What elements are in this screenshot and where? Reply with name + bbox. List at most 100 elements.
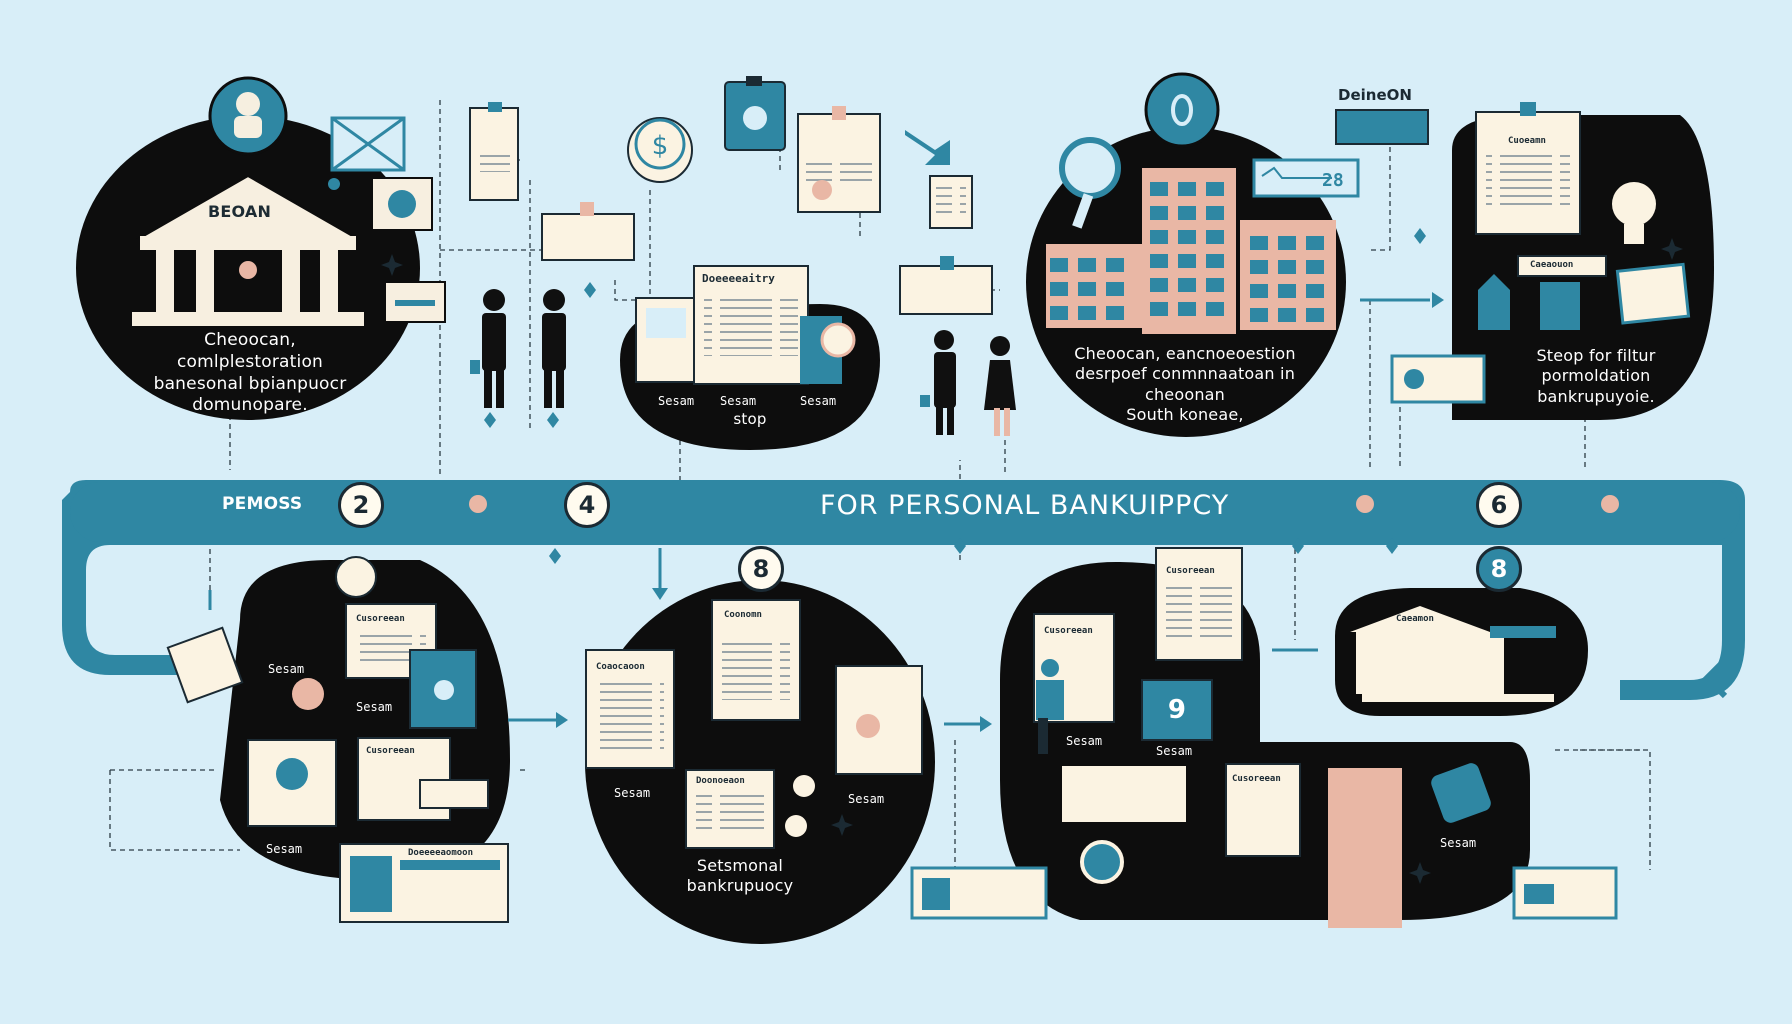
caption-line: pormoldation xyxy=(1541,366,1651,386)
caption-line: cheoonan xyxy=(1144,384,1226,404)
building-window xyxy=(1250,284,1268,298)
lightbulb-icon xyxy=(1612,182,1656,244)
doc-title: Cusoreean xyxy=(1232,774,1281,784)
building-window xyxy=(1278,308,1296,322)
panel-bottom-middle xyxy=(585,580,935,944)
building-window xyxy=(1078,258,1096,272)
doc-title: Doeeeeaitry xyxy=(702,272,775,285)
panel-bank xyxy=(76,76,446,420)
middle-caption: Setsmonal bankrupuocy xyxy=(680,856,800,897)
arrow-icon xyxy=(905,130,950,165)
building-window xyxy=(1078,282,1096,296)
coin-stack-icon xyxy=(292,678,324,710)
caption-line: Cheoocan, xyxy=(204,330,296,350)
bank-building-right xyxy=(1350,606,1556,702)
building-window xyxy=(1306,236,1324,250)
bank-caption: Cheoocan, comlplestoration banesonal bpi… xyxy=(140,330,360,417)
caption-line: domunopare. xyxy=(192,395,308,416)
banner-title: FOR PERSONAL BANKUIPPCY xyxy=(820,490,1230,521)
stamp-label: Sesam xyxy=(1066,734,1103,748)
bank-building-label: BEOAN xyxy=(208,202,272,221)
doc-title: Coaocaoon xyxy=(596,662,645,672)
building-window xyxy=(1178,254,1196,268)
buildings-caption: Cheoocan, eancnoeoestion desrpoef conmnn… xyxy=(1040,344,1330,426)
right-doc-title: Cuoeamn xyxy=(1508,136,1546,146)
building-window xyxy=(1206,278,1224,292)
building-window xyxy=(1306,308,1324,322)
building-window xyxy=(1150,278,1168,292)
caption-line: bankrupuocy xyxy=(686,876,794,896)
people-pair-left xyxy=(470,289,566,408)
tile-number: 9 xyxy=(1167,695,1187,725)
panel-bottom-right xyxy=(1000,547,1588,928)
building-window xyxy=(1050,306,1068,320)
price-tag-icon xyxy=(1252,158,1360,198)
building-window xyxy=(1206,206,1224,220)
panel-right xyxy=(1452,102,1714,420)
step-badge: 6 xyxy=(1476,482,1522,528)
building-window xyxy=(1150,182,1168,196)
building-window xyxy=(1078,306,1096,320)
doc-title: Doeeeeaomoon xyxy=(408,848,474,858)
top-right-tag-label: DeineON xyxy=(1338,86,1412,104)
tablet-icon xyxy=(724,76,786,151)
stamp-label: Sesam xyxy=(268,662,305,676)
building-window xyxy=(1206,302,1224,316)
right-caption: Steop for filtur pormoldation bankrupuyo… xyxy=(1496,346,1696,407)
building-window xyxy=(1178,302,1196,316)
person-presenting xyxy=(1036,659,1064,754)
doc-title: Doonoeaon xyxy=(696,776,745,786)
building-window xyxy=(1206,230,1224,244)
hanging-tag-doc xyxy=(899,256,993,315)
card-bottom-right xyxy=(1512,866,1618,920)
building-window xyxy=(1150,254,1168,268)
dollar-card-icon xyxy=(371,177,433,231)
people-pair-middle xyxy=(920,330,1016,436)
flow-arrows xyxy=(208,228,1444,732)
doc-title: Coonomn xyxy=(724,610,762,620)
building-window xyxy=(1206,254,1224,268)
bank-icon xyxy=(132,174,364,326)
building-window xyxy=(1150,230,1168,244)
card-right-small xyxy=(1390,354,1486,404)
stamp-label: Sesam xyxy=(848,792,885,806)
building-window xyxy=(1150,206,1168,220)
caption-line: Cheoocan, eancnoeoestion xyxy=(1074,344,1296,363)
small-doc-1 xyxy=(469,102,519,201)
price-tag-value: 28 xyxy=(1322,170,1344,191)
building-window xyxy=(1106,306,1124,320)
stamp-label: Sesam xyxy=(356,700,393,714)
step-badge: 8 xyxy=(738,546,784,592)
timeline-banner xyxy=(62,480,1745,700)
doc-title: Cusoreean xyxy=(356,614,405,624)
caption-line: South koneae, xyxy=(1126,405,1244,425)
building-window xyxy=(1250,260,1268,274)
building-window xyxy=(1106,282,1124,296)
building-window xyxy=(1178,182,1196,196)
building-window xyxy=(1106,258,1124,272)
small-card-2 xyxy=(541,202,635,261)
step-badge: 4 xyxy=(564,482,610,528)
banner-left-label: PEMOSS xyxy=(222,494,303,514)
caption-line: Steop for filtur xyxy=(1536,346,1656,365)
list-doc-icon xyxy=(929,175,973,229)
building-window xyxy=(1278,284,1296,298)
stamp-label: Sesam xyxy=(800,394,837,408)
right-sign-text: Caeaouon xyxy=(1530,260,1574,270)
svg-text:$: $ xyxy=(652,131,669,161)
caption-line: comlplestoration xyxy=(176,351,324,372)
caption-line: desrpoef conmnnaatoan in xyxy=(1074,364,1296,384)
bag-icon xyxy=(335,556,377,598)
panel-buildings xyxy=(1026,72,1346,437)
stamp-label: Sesam xyxy=(1440,836,1477,850)
person-icon xyxy=(234,92,262,138)
building-window xyxy=(1150,302,1168,316)
card-bottom-center xyxy=(910,866,1048,920)
building-window xyxy=(1206,182,1224,196)
building-window xyxy=(1278,236,1296,250)
clock-icon xyxy=(1171,94,1193,126)
sparkles xyxy=(381,238,1683,884)
building-window xyxy=(1278,260,1296,274)
